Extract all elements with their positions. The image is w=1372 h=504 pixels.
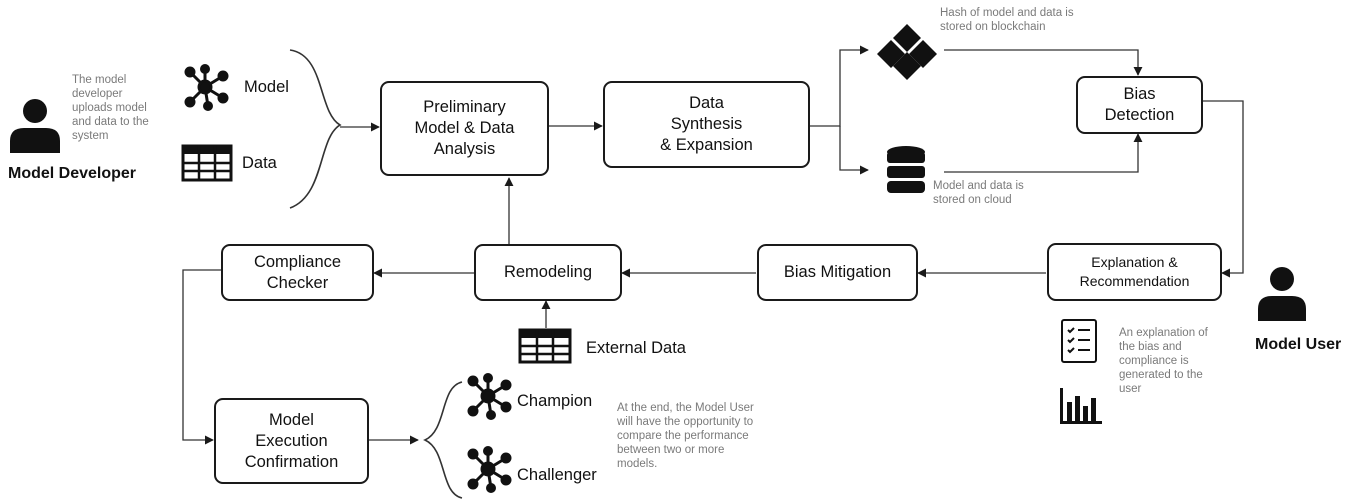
model-user-label: Model User — [1255, 336, 1342, 353]
connectors — [182, 45, 1244, 499]
network-node-icon — [184, 64, 229, 111]
remodeling-box[interactable]: Remodeling — [474, 244, 622, 301]
network-node-icon — [467, 373, 512, 420]
table-icon — [181, 144, 233, 182]
arrow-synthesis-to-blockchain — [810, 45, 869, 127]
explanation-note: An explanation of the bias and complianc… — [1119, 327, 1208, 395]
end-note: At the end, the Model User will have the… — [617, 402, 754, 470]
arrow-blockchain-to-detection — [944, 49, 1143, 76]
database-icon — [887, 146, 925, 193]
developer-note: The model developer uploads model and da… — [72, 74, 149, 142]
challenger-label: Challenger — [517, 466, 597, 484]
table-icon — [518, 328, 572, 364]
cloud-note: Model and data is stored on cloud — [933, 180, 1024, 206]
input-brace — [289, 49, 342, 209]
person-icon — [1258, 267, 1306, 321]
champion-label: Champion — [517, 392, 593, 410]
data-synthesis-box[interactable]: Data Synthesis & Expansion — [603, 81, 810, 168]
arrow-cloud-to-detection — [944, 133, 1143, 173]
blockchain-icon — [877, 24, 937, 80]
bias-detection-box[interactable]: Bias Detection — [1076, 76, 1203, 134]
preliminary-analysis-box[interactable]: Preliminary Model & Data Analysis — [380, 81, 549, 176]
model-developer-label: Model Developer — [8, 165, 137, 182]
checklist-icon — [1061, 319, 1097, 363]
model-execution-box[interactable]: Model Execution Confirmation — [214, 398, 369, 484]
output-brace — [423, 381, 463, 499]
arrow-compliance-to-execution — [182, 269, 221, 445]
bias-mitigation-box[interactable]: Bias Mitigation — [757, 244, 918, 301]
compliance-checker-box[interactable]: Compliance Checker — [221, 244, 374, 301]
arrow-detection-to-explanation — [1203, 100, 1244, 278]
external-data-label: External Data — [586, 339, 686, 357]
model-label: Model — [244, 78, 289, 96]
arrow-synthesis-to-cloud — [839, 126, 869, 175]
data-label: Data — [242, 154, 277, 172]
person-icon — [10, 99, 60, 153]
bar-chart-icon — [1060, 388, 1102, 424]
blockchain-note: Hash of model and data is stored on bloc… — [940, 7, 1074, 33]
network-node-icon — [467, 446, 512, 493]
explanation-recommendation-box[interactable]: Explanation & Recommendation — [1047, 243, 1222, 301]
